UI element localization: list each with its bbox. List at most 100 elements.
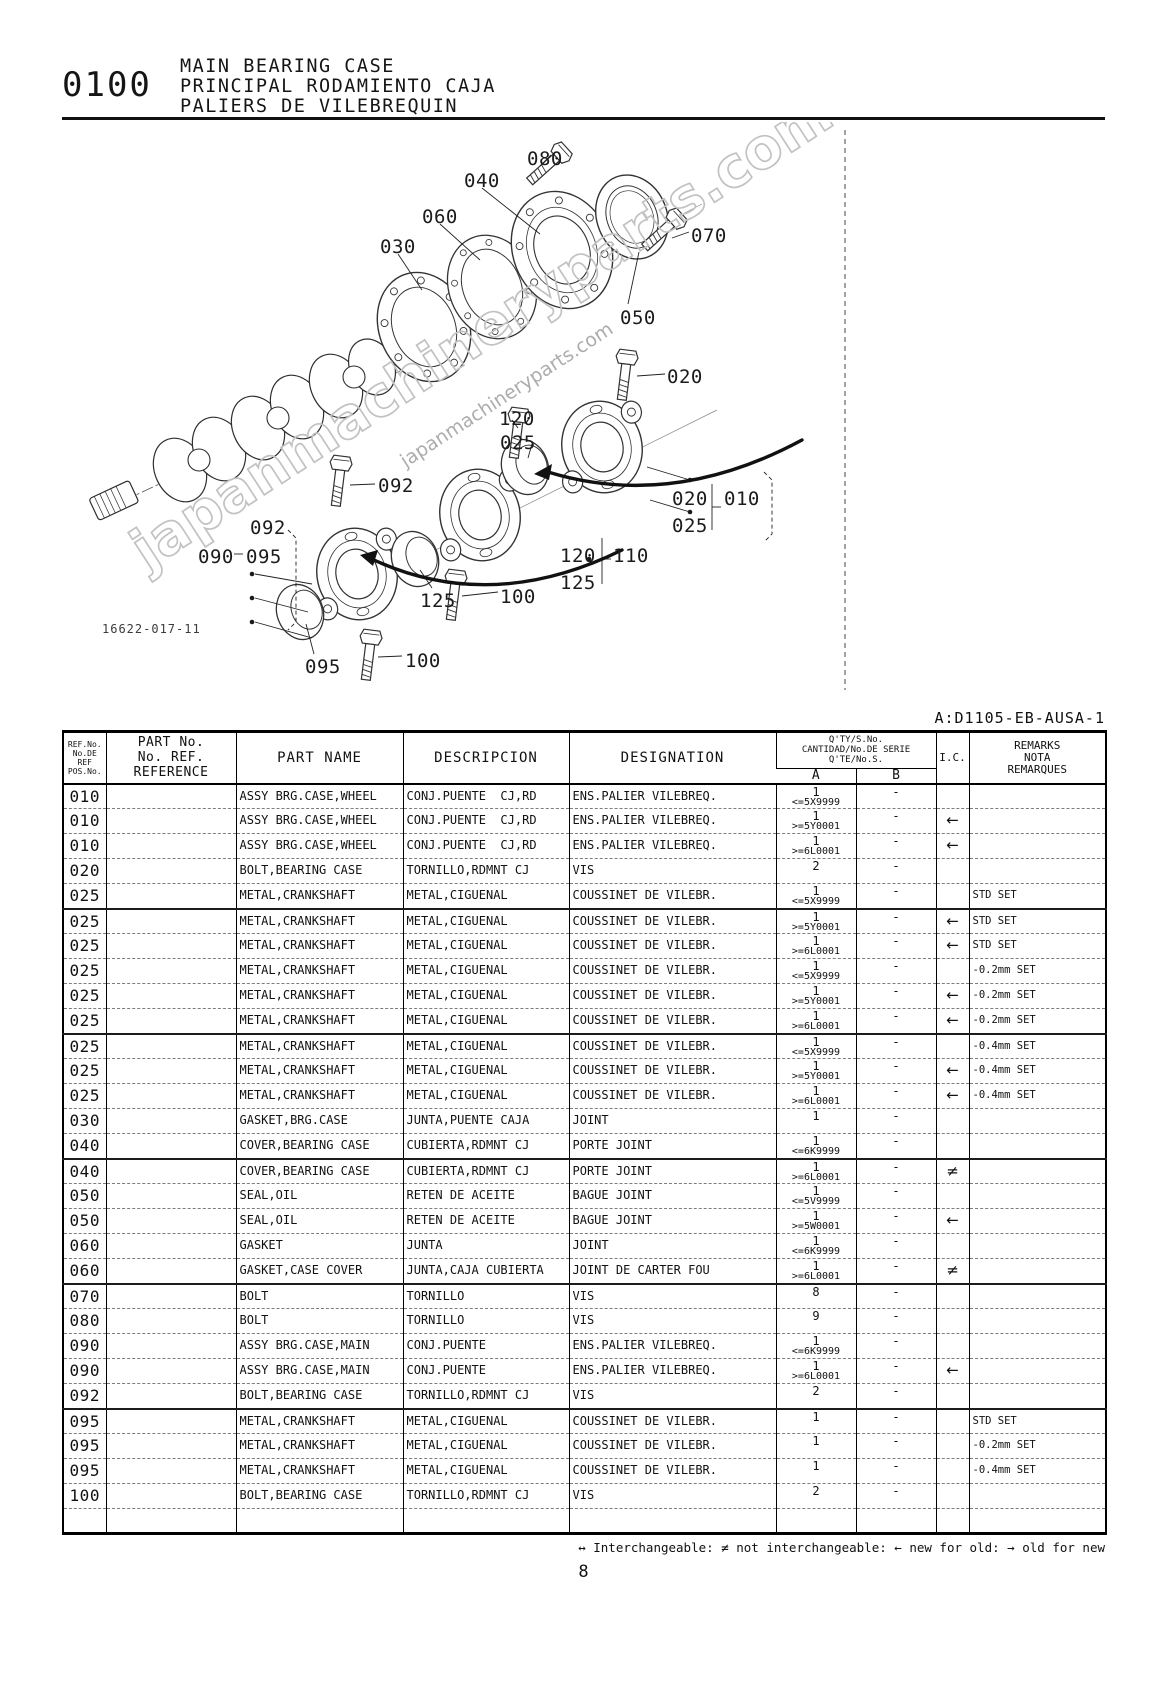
designation-cell: ENS.PALIER VILEBREQ. [568,808,776,834]
qty-b-cell: - [855,907,936,934]
serial-range: >=5Y0001 [791,821,841,832]
page-number: 8 [578,1562,589,1582]
ic-cell [935,1483,969,1509]
ic-cell: ≠ [935,1157,969,1184]
serial-range: >=6L0001 [791,1271,841,1282]
qty-b-cell: - [855,782,936,809]
part-no-cell [105,1333,236,1359]
gasket-030 [376,271,472,382]
qty-value: 1 [812,1234,820,1248]
qty-a-cell: 1<=5X9999 [775,883,856,909]
remarks-cell: -0.4mm SET [968,1458,1106,1484]
designation-cell: COUSSINET DE VILEBR. [568,1407,776,1434]
ref-no-cell: 040 [63,1157,106,1184]
serial-range: >=6L0001 [791,1171,841,1183]
designation-cell: BAGUE JOINT [568,1183,776,1209]
qty-b-cell: - [855,883,936,909]
designation-cell: COUSSINET DE VILEBR. [568,1433,776,1459]
remarks-cell [968,808,1106,834]
remarks-cell [968,1183,1106,1209]
qty-a-cell: 1<=6K9999 [775,1233,856,1259]
designation-cell: VIS [568,1308,776,1334]
ic-cell [935,1383,969,1409]
ref-no-cell: 025 [63,1008,106,1034]
callout-020: 020 [672,487,708,510]
ic-cell [935,858,969,884]
header-col-a: A [776,767,856,784]
qty-value: 1 [812,1059,820,1073]
parts-table: REF.No. No.DE REF POS.No. PART No. No. R… [62,729,1107,1535]
ref-no-cell: 025 [63,1058,106,1084]
part-no-cell [105,1058,236,1084]
qty-value: 1 [812,1409,820,1424]
ref-no-cell: 100 [63,1483,106,1509]
qty-value: 1 [812,959,820,973]
qty-a-cell: 1<=6K9999 [775,1333,856,1359]
qty-a-cell [775,1508,856,1534]
qty-value: 1 [812,1009,820,1023]
callout-025: 025 [500,431,536,454]
remarks-cell [968,1133,1106,1159]
ref-no-cell: 050 [63,1183,106,1209]
callout-060: 060 [422,205,458,228]
header-col-b: B [855,767,936,784]
page-header: 0100 MAIN BEARING CASE PRINCIPAL RODAMIE… [62,56,1105,117]
remarks-cell: STD SET [968,907,1106,934]
designation-cell: COUSSINET DE VILEBR. [568,1083,776,1109]
designation-cell: JOINT [568,1233,776,1259]
descripcion-cell: METAL,CIGUENAL [402,1407,569,1434]
callout-100: 100 [500,585,536,608]
part-no-cell [105,1258,236,1284]
remarks-cell [968,1258,1106,1284]
part-name-cell: BOLT [235,1282,403,1309]
qty-a-cell: 1 [775,1458,856,1484]
callout-030: 030 [380,235,416,258]
qty-a-cell: 1>=6L0001 [775,1008,856,1034]
ic-cell [935,1333,969,1359]
part-no-cell [105,1433,236,1459]
qty-value: 1 [812,1259,820,1273]
part-name-cell: ASSY BRG.CASE,MAIN [235,1333,403,1359]
header-remarks: REMARKS NOTA REMARQUES [968,731,1106,784]
descripcion-cell: JUNTA [402,1233,569,1259]
descripcion-cell: CONJ.PUENTE CJ,RD [402,782,569,809]
remarks-cell [968,1282,1106,1309]
header-part-no: PART No. No. REF. REFERENCE [105,731,236,784]
part-no-cell [105,1508,236,1534]
qty-a-cell: 1>=6L0001 [775,1258,856,1284]
qty-b-cell: - [855,958,936,984]
descripcion-cell: TORNILLO,RDMNT CJ [402,858,569,884]
serial-range: <=5X9999 [791,971,841,982]
ic-cell [935,1032,969,1059]
qty-b-cell: - [855,1383,936,1409]
ic-cell [935,1133,969,1159]
part-name-cell: METAL,CRANKSHAFT [235,1458,403,1484]
part-no-cell [105,808,236,834]
qty-b-cell: - [855,1282,936,1309]
callout-120: 120 [499,407,535,430]
serial-range: >=6L0001 [791,1021,841,1032]
designation-cell: COUSSINET DE VILEBR. [568,933,776,959]
remarks-cell: -0.2mm SET [968,1433,1106,1459]
callout-125: 125 [560,571,596,594]
callout-092: 092 [250,516,286,539]
descripcion-cell: TORNILLO [402,1282,569,1309]
ic-cell [935,1282,969,1309]
qty-value: 8 [812,1284,820,1299]
part-no-cell [105,858,236,884]
part-name-cell: METAL,CRANKSHAFT [235,907,403,934]
qty-b-cell: - [855,1308,936,1334]
serial-range: <=5X9999 [791,896,841,907]
part-no-cell [105,907,236,934]
part-no-cell [105,1407,236,1434]
part-name-cell: METAL,CRANKSHAFT [235,1407,403,1434]
part-name-cell: GASKET,BRG.CASE [235,1108,403,1134]
serial-range: <=5X9999 [791,796,841,808]
ic-cell [935,1433,969,1459]
